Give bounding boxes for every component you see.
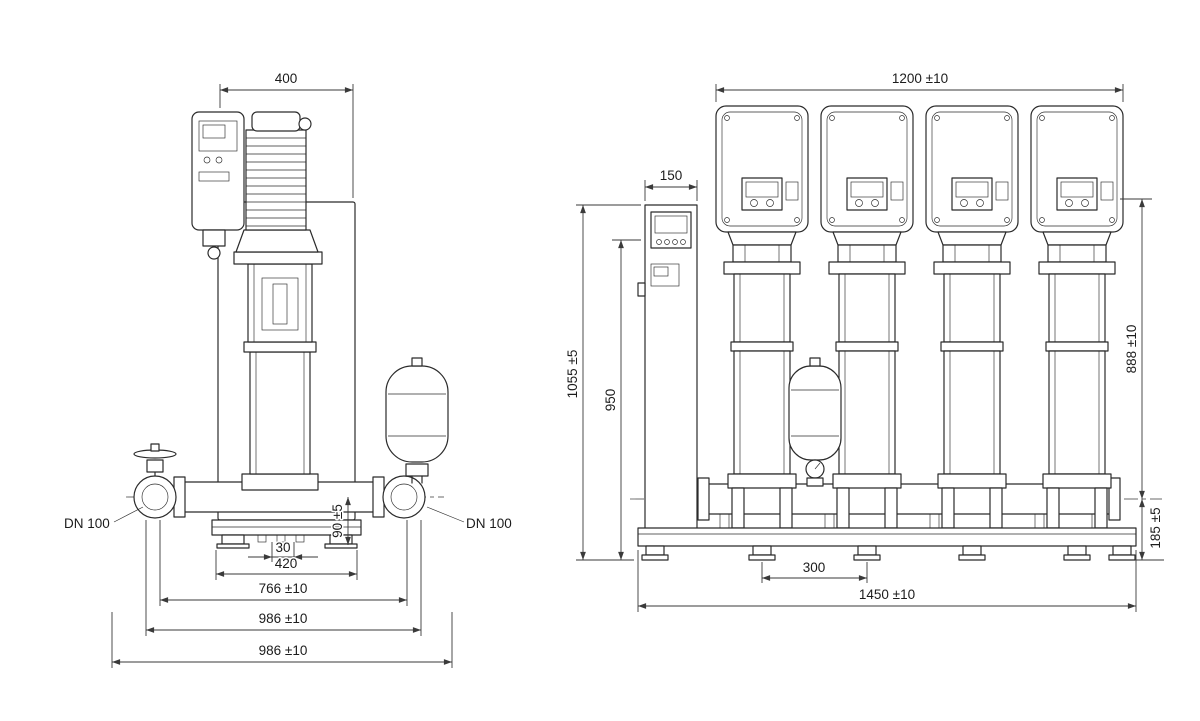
- side-dimensions: 400 90 ±5 30 420: [63, 70, 513, 668]
- dim-label-1055: 1055 ±5: [565, 350, 580, 399]
- dim-side-frame-width: 420: [215, 550, 358, 580]
- dim-label-300: 300: [803, 560, 826, 575]
- front-manifold: [697, 477, 1121, 529]
- motor-fins: [246, 137, 306, 227]
- dim-label-185: 185 ±5: [1148, 507, 1163, 548]
- front-view: 1200 ±10 150 1055 ±5 950: [564, 70, 1165, 612]
- side-membrane-tank: [385, 357, 449, 484]
- front-membrane-tank: [788, 357, 842, 487]
- dim-side-width-top: 400: [219, 70, 354, 198]
- label-dn100-left: DN 100: [63, 506, 144, 533]
- dim-label-400: 400: [275, 71, 298, 86]
- dim-side-overall-width-2: 986 ±10: [111, 612, 453, 668]
- side-motor: [245, 111, 312, 231]
- dim-label-30: 30: [275, 540, 290, 555]
- dim-side-manifold-height: 90 ±5: [329, 497, 351, 545]
- label-dn100-right: DN 100: [426, 506, 513, 533]
- side-base-frame: [211, 519, 362, 549]
- dim-front-pump-spacing: 300: [761, 559, 868, 583]
- dim-label-90: 90 ±5: [330, 504, 345, 538]
- dim-front-base-length: 1450 ±10: [637, 550, 1137, 612]
- lifting-eye: [298, 117, 312, 131]
- dim-side-valve-span: 766 ±10: [159, 520, 408, 606]
- dim-label-986b: 986 ±10: [259, 643, 308, 658]
- dim-label-888: 888 ±10: [1124, 325, 1139, 374]
- dim-label-1450: 1450 ±10: [859, 587, 915, 602]
- dim-side-offset: 30: [248, 539, 318, 562]
- dim-label-1200: 1200 ±10: [892, 71, 948, 86]
- dim-label-420: 420: [275, 556, 298, 571]
- cabinet-conduit: [637, 282, 646, 297]
- drive-display: [198, 120, 238, 152]
- front-dimensions: 1200 ±10 150 1055 ±5 950: [564, 70, 1165, 612]
- dim-front-upper-height: 888 ±10: [1120, 198, 1164, 561]
- side-shutoff-valve: [133, 443, 177, 477]
- dim-front-pump-height: 950: [602, 239, 641, 560]
- side-view: 400 90 ±5 30 420: [63, 70, 513, 668]
- dn100-right-label: DN 100: [466, 516, 512, 531]
- pump-unit-1: [715, 105, 809, 529]
- control-cabinet: [637, 204, 698, 546]
- pump-unit-2: [820, 105, 914, 529]
- dim-front-pump-row-width: 1200 ±10: [715, 70, 1124, 102]
- dim-label-766: 766 ±10: [259, 581, 308, 596]
- cable-gland: [207, 246, 221, 260]
- dim-label-950: 950: [603, 389, 618, 412]
- cabinet-display: [650, 211, 692, 249]
- pump-unit-3: [925, 105, 1019, 529]
- dim-front-cabinet-width: 150: [644, 167, 698, 201]
- pump-unit-4: [1030, 105, 1124, 529]
- side-drive-box: [191, 111, 245, 260]
- dim-side-overall-width: 986 ±10: [145, 520, 422, 636]
- dim-label-150: 150: [660, 168, 683, 183]
- front-base-frame: [637, 527, 1137, 561]
- dim-label-986a: 986 ±10: [259, 611, 308, 626]
- coupling-guard-window: [261, 277, 299, 331]
- dim-front-manifold-height: 185 ±5: [1139, 499, 1165, 560]
- side-pump: [233, 229, 323, 491]
- dn100-left-label: DN 100: [64, 516, 110, 531]
- dim-front-system-height: 1055 ±5: [564, 204, 641, 561]
